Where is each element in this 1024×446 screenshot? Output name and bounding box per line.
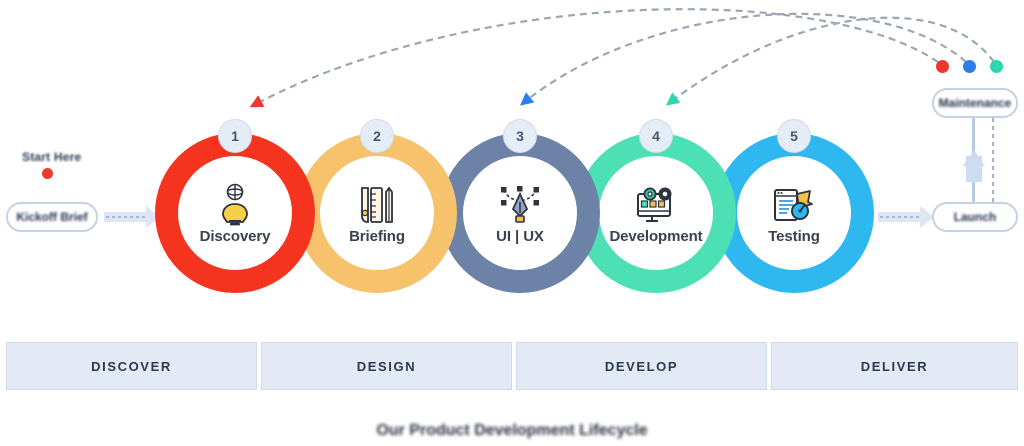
step-inner: Briefing (320, 156, 434, 270)
ruler-pencil-icon (361, 186, 393, 223)
step-number-badge: 3 (503, 119, 537, 153)
entry-connector-arrow (104, 206, 162, 228)
pen-tool-icon (501, 185, 539, 223)
arrow-dotted-line (106, 216, 146, 218)
step-inner: Discovery (178, 156, 292, 270)
phase-develop[interactable]: DEVELOP (516, 342, 767, 390)
launch-label: Launch (953, 210, 997, 224)
lightbulb-idea-icon (222, 183, 248, 225)
status-dot-teal (990, 60, 1003, 73)
exit-connector-arrow (878, 206, 936, 228)
step-label: Testing (768, 227, 820, 245)
phase-design[interactable]: DESIGN (261, 342, 512, 390)
checklist-gauge-icon (774, 188, 813, 221)
step-number-badge: 1 (218, 119, 252, 153)
vertical-dotted-line (992, 118, 994, 202)
step-inner: Development (599, 156, 713, 270)
step-circle-development[interactable]: 4 Development (576, 119, 736, 293)
step-label: Briefing (349, 227, 405, 245)
status-dot-blue (963, 60, 976, 73)
start-here-dot (42, 168, 53, 179)
kickoff-brief-node[interactable]: Kickoff Brief (6, 202, 98, 232)
kickoff-brief-label: Kickoff Brief (16, 210, 88, 224)
phase-discover[interactable]: DISCOVER (6, 342, 257, 390)
arrow-dotted-line (880, 216, 920, 218)
monitor-gears-icon (637, 187, 672, 222)
start-here-note: Start Here (22, 150, 82, 164)
step-inner: UI | UX (463, 156, 577, 270)
step-label: Development (609, 227, 703, 245)
launch-node[interactable]: Launch (932, 202, 1018, 232)
diagram-caption: Our Product Development Lifecycle (376, 422, 648, 439)
step-inner: Testing (737, 156, 851, 270)
status-dot-red (936, 60, 949, 73)
arrow-head (920, 206, 934, 228)
step-label: UI | UX (496, 227, 544, 245)
maintenance-node[interactable]: Maintenance (932, 88, 1018, 118)
step-label: Discovery (199, 227, 271, 245)
phase-deliver[interactable]: DELIVER (771, 342, 1019, 390)
step-circle-testing[interactable]: 5 Testing (714, 119, 874, 293)
step-circle-discovery[interactable]: 1 Discovery (155, 119, 315, 293)
vertical-arrow-head (963, 150, 985, 166)
step-number-badge: 4 (639, 119, 673, 153)
step-circle-briefing[interactable]: 2 Briefing (297, 119, 457, 293)
step-circle-uiux[interactable]: 3 UI | UX (440, 119, 600, 293)
step-number-badge: 5 (777, 119, 811, 153)
feedback-arc-to-uiux (519, 12, 967, 106)
maintenance-label: Maintenance (938, 96, 1012, 110)
phase-bar: DISCOVER DESIGN DEVELOP DELIVER (6, 342, 1019, 390)
step-number-badge: 2 (360, 119, 394, 153)
feedback-arc-to-discovery (249, 8, 939, 108)
